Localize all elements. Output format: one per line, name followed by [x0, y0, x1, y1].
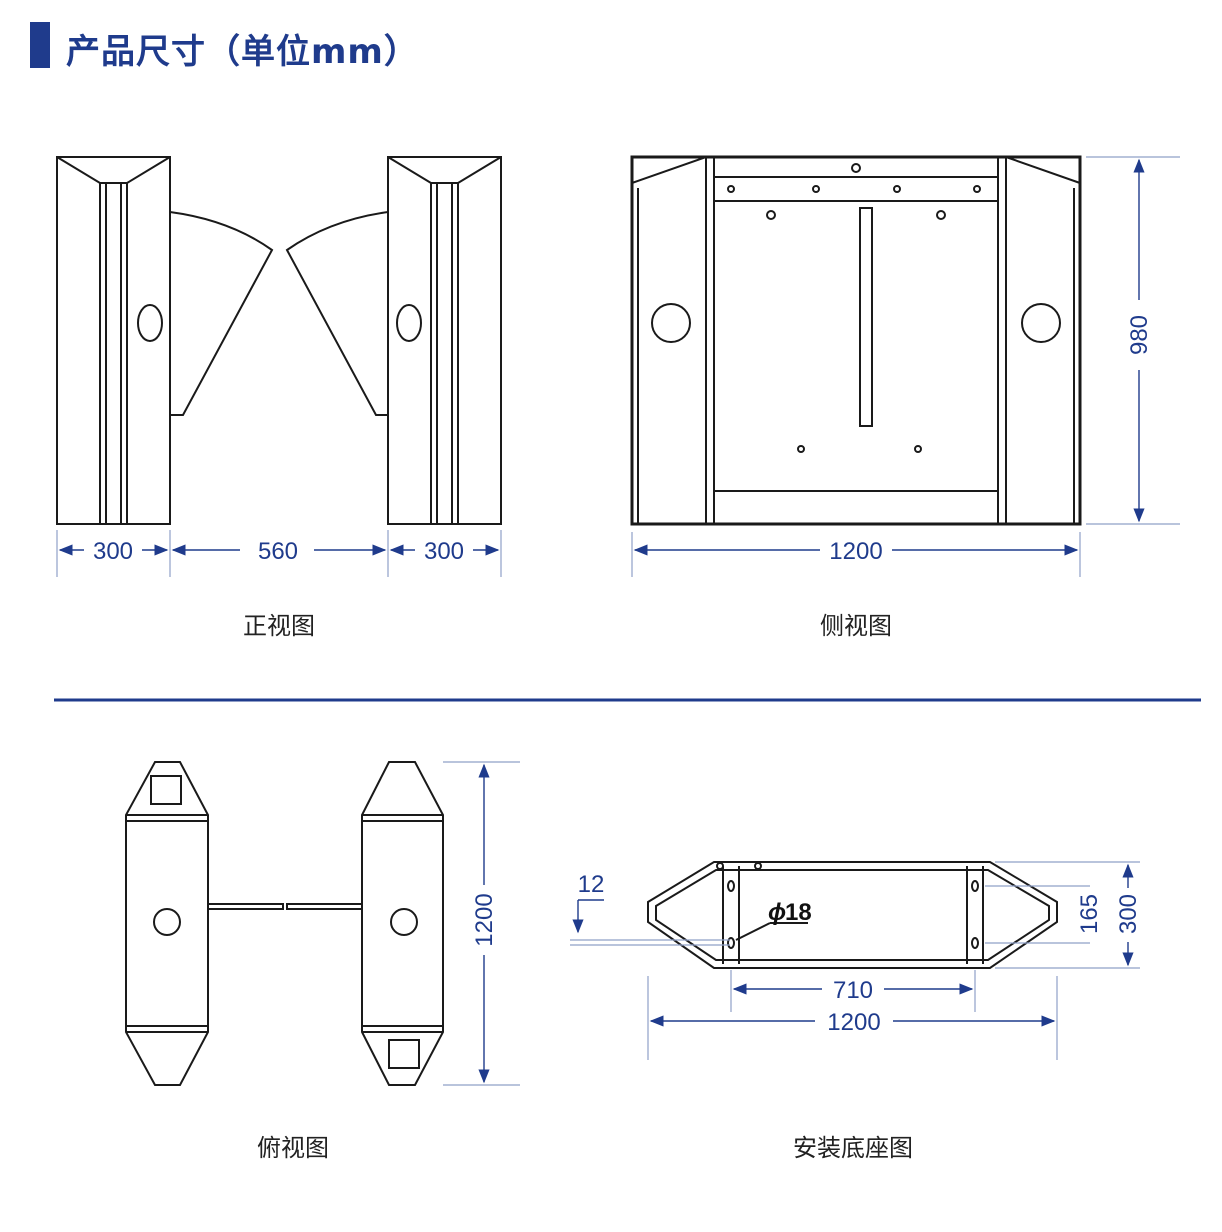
base-dim-inner-length: 710: [833, 977, 873, 1004]
base-dim-hole-diameter: 18: [785, 899, 812, 926]
side-view-drawing: [630, 155, 1180, 577]
front-dim-right-width: 300: [424, 538, 464, 565]
front-dim-passage-width: 560: [258, 538, 298, 565]
side-dim-height: 980: [1126, 315, 1153, 355]
side-view-caption: 侧视图: [820, 612, 892, 640]
page-title: 产品尺寸（单位mm）: [66, 32, 419, 72]
side-dim-length: 1200: [829, 538, 882, 565]
base-dim-length: 1200: [827, 1009, 880, 1036]
front-view-drawing: [56, 156, 502, 577]
base-dim-offset: 12: [578, 871, 605, 898]
base-dim-hole-spacing: 165: [1076, 894, 1103, 934]
base-view-caption: 安装底座图: [793, 1134, 913, 1162]
title-accent-bar: [30, 22, 50, 68]
front-view-caption: 正视图: [243, 612, 315, 640]
top-dim-length: 1200: [471, 893, 498, 946]
top-view-caption: 俯视图: [257, 1134, 329, 1162]
base-diameter-symbol: ϕ: [768, 899, 786, 926]
front-dim-left-width: 300: [93, 538, 133, 565]
base-view-drawing: [570, 861, 1140, 1060]
top-view-drawing: [125, 761, 520, 1086]
base-dim-width: 300: [1115, 894, 1142, 934]
